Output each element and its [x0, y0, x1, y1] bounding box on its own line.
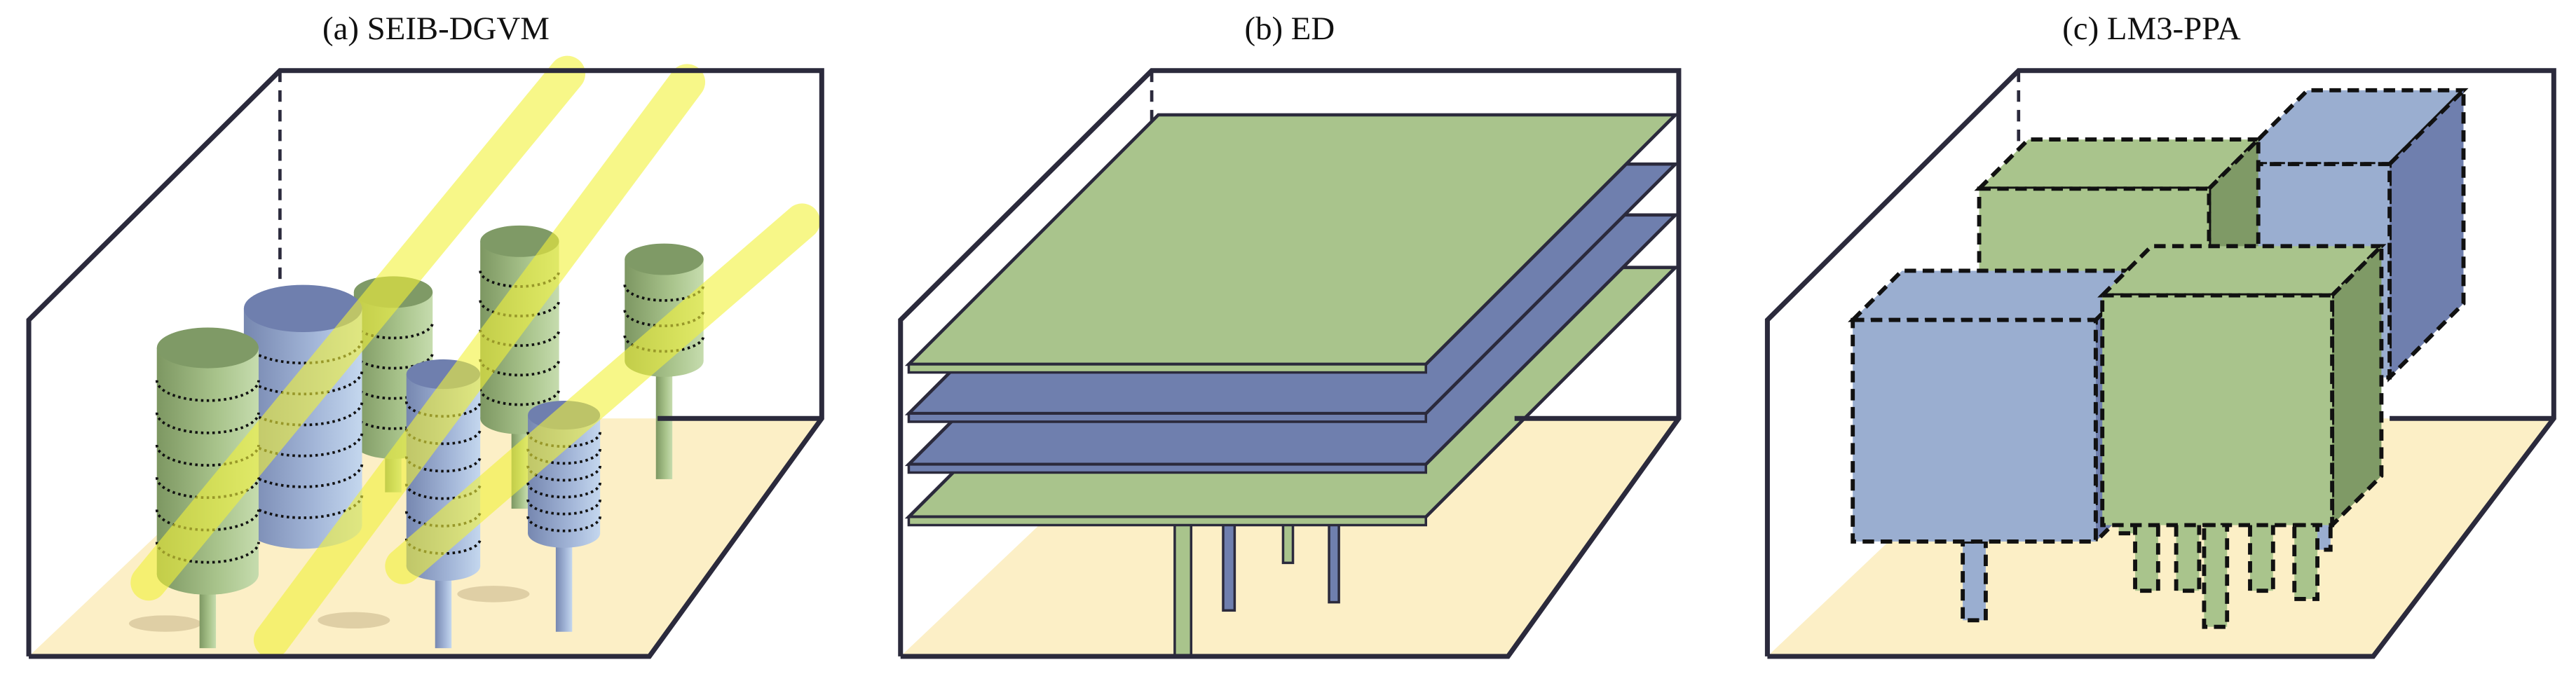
bounding-box-frame	[26, 68, 824, 659]
stem	[1173, 507, 1193, 658]
crown-layer	[155, 542, 260, 564]
crown-top	[625, 243, 704, 275]
crown-layer	[526, 482, 602, 499]
crown-layer	[526, 499, 602, 516]
crown-layer	[623, 335, 705, 353]
panel-c-lm3-ppa	[1764, 68, 2556, 659]
crown-side	[2330, 241, 2384, 530]
crown-layer	[352, 352, 435, 370]
crown-top	[243, 284, 362, 333]
panel-b-ed	[898, 68, 1682, 659]
light-beam	[385, 203, 820, 584]
canopy-layer-edge	[907, 463, 1427, 474]
stem	[2292, 523, 2319, 601]
crown-top	[156, 327, 259, 369]
crown-layer	[479, 359, 561, 377]
canopy-layer-edge	[907, 516, 1427, 527]
crown-layer	[155, 380, 260, 402]
crown-layer	[155, 444, 260, 467]
bounding-box-frame	[1764, 68, 2556, 659]
tree-shadow	[128, 615, 201, 632]
crown-front	[2100, 293, 2335, 528]
crown-layer	[155, 412, 260, 434]
panel-a-title: (a) SEIB-DGVM	[322, 11, 550, 47]
crown-layer	[479, 300, 561, 317]
canopy-layer-edge	[907, 412, 1427, 423]
panel-c-title: (c) LM3-PPA	[2062, 11, 2241, 47]
tree-stem	[555, 533, 573, 632]
crown-layer	[526, 516, 602, 532]
stem	[2202, 523, 2230, 629]
crown-top	[480, 225, 559, 257]
crown-layer	[352, 322, 435, 340]
bounding-box-frame	[898, 68, 1682, 659]
stem	[1961, 539, 1988, 623]
panel-a-seib-dgvm	[26, 55, 824, 659]
light-beam	[253, 64, 706, 659]
crown-front	[1851, 317, 2098, 544]
canopy-layer-edge	[907, 363, 1427, 374]
tree-shadow	[457, 586, 530, 603]
tree-stem	[435, 566, 452, 649]
light-beam	[130, 55, 586, 601]
crown-bottom	[528, 518, 601, 548]
crown-layer	[479, 388, 561, 406]
tree-shadow	[318, 612, 390, 629]
crown-layer	[479, 329, 561, 348]
panel-b-title: (b) ED	[1244, 11, 1335, 47]
